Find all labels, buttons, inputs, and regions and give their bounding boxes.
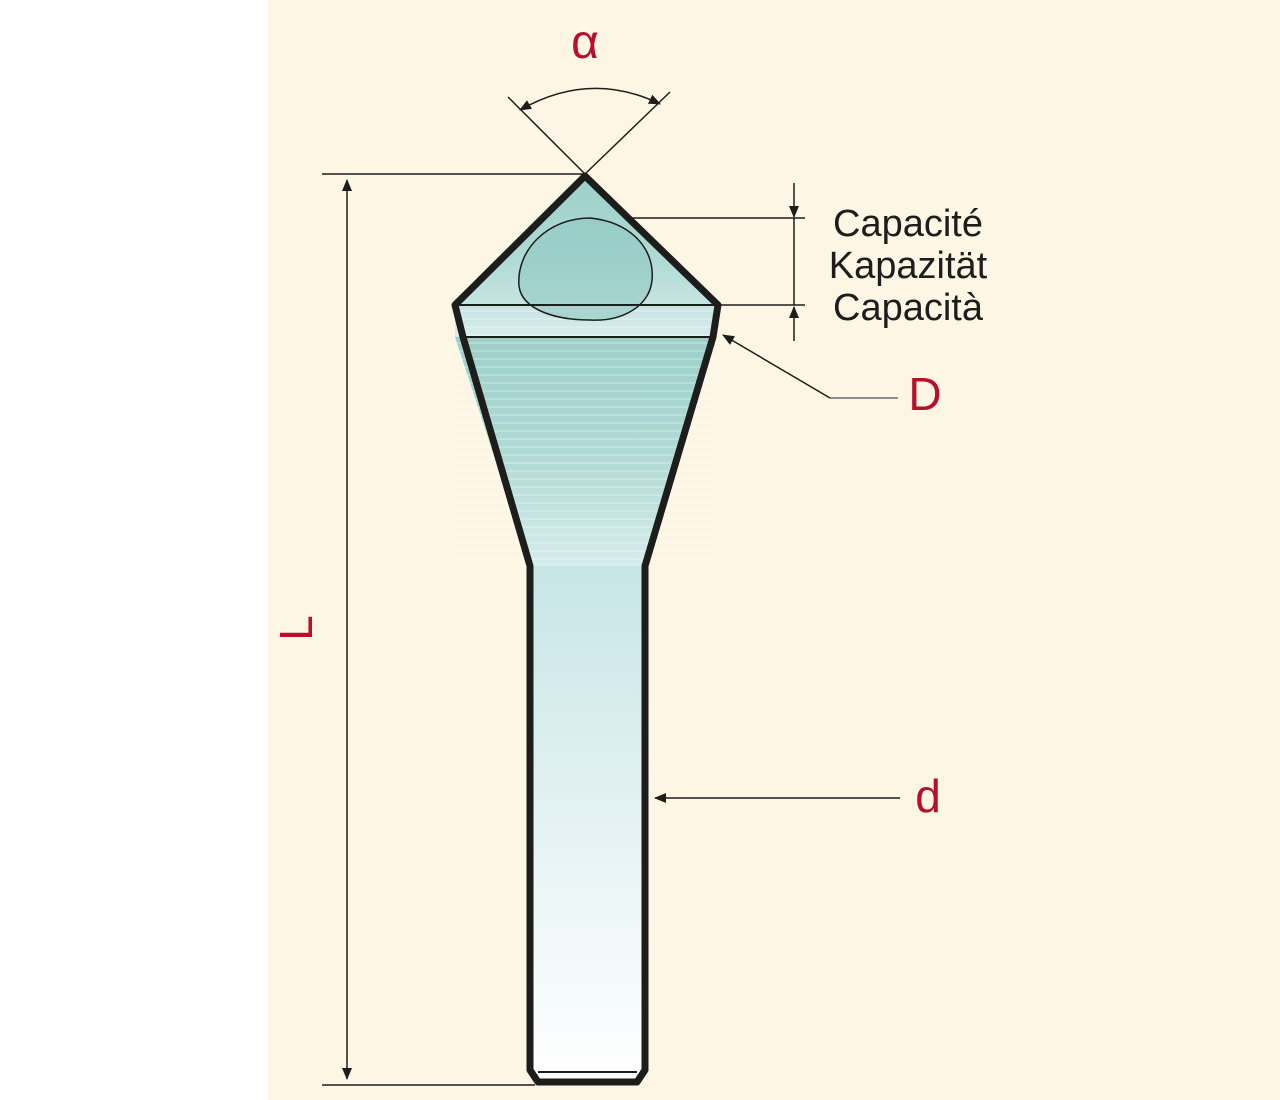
angle-indicator bbox=[507, 87, 671, 175]
cutting-flute bbox=[518, 217, 653, 321]
shank-diameter-label: d bbox=[915, 770, 941, 822]
angle-ray-right bbox=[584, 91, 671, 175]
capacity-label-it: Capacità bbox=[833, 287, 984, 329]
major-diameter-leader bbox=[722, 334, 898, 399]
major-diameter-label: D bbox=[908, 368, 941, 420]
background-panel bbox=[268, 0, 1280, 1100]
head-hatching bbox=[455, 305, 718, 567]
capacity-label-fr: Capacité bbox=[833, 203, 983, 245]
capacity-dimension bbox=[630, 183, 805, 341]
length-dimension bbox=[322, 173, 585, 1086]
angle-arc-arrow bbox=[519, 87, 661, 111]
angle-label: α bbox=[571, 16, 599, 69]
length-label: L bbox=[270, 615, 322, 641]
tool-outline bbox=[451, 172, 722, 1086]
major-diameter-leader-arrow bbox=[722, 334, 831, 399]
shank bbox=[530, 566, 645, 1082]
capacity-label-de: Kapazität bbox=[829, 245, 988, 287]
countersink-tool bbox=[451, 172, 722, 1086]
angle-ray-left bbox=[507, 96, 586, 175]
